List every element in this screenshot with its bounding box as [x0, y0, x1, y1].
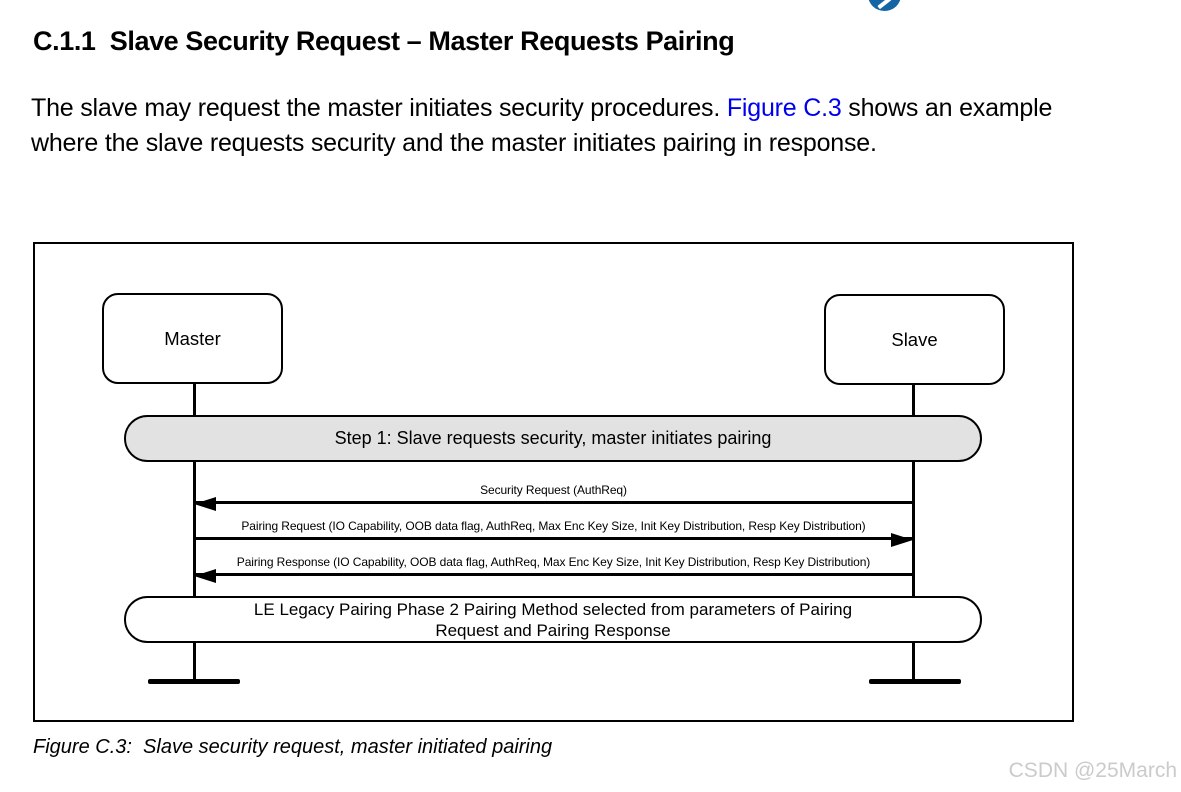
message-label-security-request: Security Request (AuthReq) [480, 483, 627, 497]
arrowhead-right-icon [891, 533, 913, 547]
lifeline-terminator-master [148, 679, 240, 684]
actor-box-slave: Slave [824, 294, 1005, 385]
lifeline-terminator-slave [869, 679, 961, 684]
arrowhead-left-icon [194, 569, 216, 583]
actor-label-master: Master [164, 327, 221, 349]
message-label-pairing-response: Pairing Response (IO Capability, OOB dat… [236, 555, 871, 569]
body-paragraph: The slave may request the master initiat… [31, 91, 1071, 161]
figure-c3-link[interactable]: Figure C.3 [726, 94, 842, 122]
arrowhead-left-icon [194, 497, 216, 511]
pairing-phase-banner: LE Legacy Pairing Phase 2 Pairing Method… [124, 596, 982, 643]
figure-caption: Figure C.3: Slave security request, mast… [33, 736, 553, 758]
watermark: CSDN @25March [1008, 759, 1177, 782]
lifeline-master [193, 383, 196, 681]
actor-box-master: Master [102, 293, 283, 384]
message-label-pairing-request: Pairing Request (IO Capability, OOB data… [241, 519, 866, 533]
actor-label-slave: Slave [891, 328, 938, 350]
paragraph-text-before: The slave may request the master initiat… [31, 94, 727, 122]
step1-banner: Step 1: Slave requests security, master … [124, 415, 982, 462]
paragraph-text-after: shows an example where the slave request… [31, 94, 1053, 157]
badge-slash-glyph [877, 0, 892, 10]
section-heading: C.1.1 Slave Security Request – Master Re… [33, 26, 735, 56]
blue-circle-badge-icon[interactable] [868, 0, 901, 11]
pairing-phase-banner-label: LE Legacy Pairing Phase 2 Pairing Method… [253, 599, 853, 640]
message-line [194, 501, 913, 504]
lifeline-slave [912, 383, 915, 681]
figure-c3-diagram: Master Slave Step 1: Slave requests secu… [33, 242, 1074, 722]
step1-banner-label: Step 1: Slave requests security, master … [334, 428, 772, 448]
message-line [194, 537, 913, 540]
message-line [194, 573, 913, 576]
